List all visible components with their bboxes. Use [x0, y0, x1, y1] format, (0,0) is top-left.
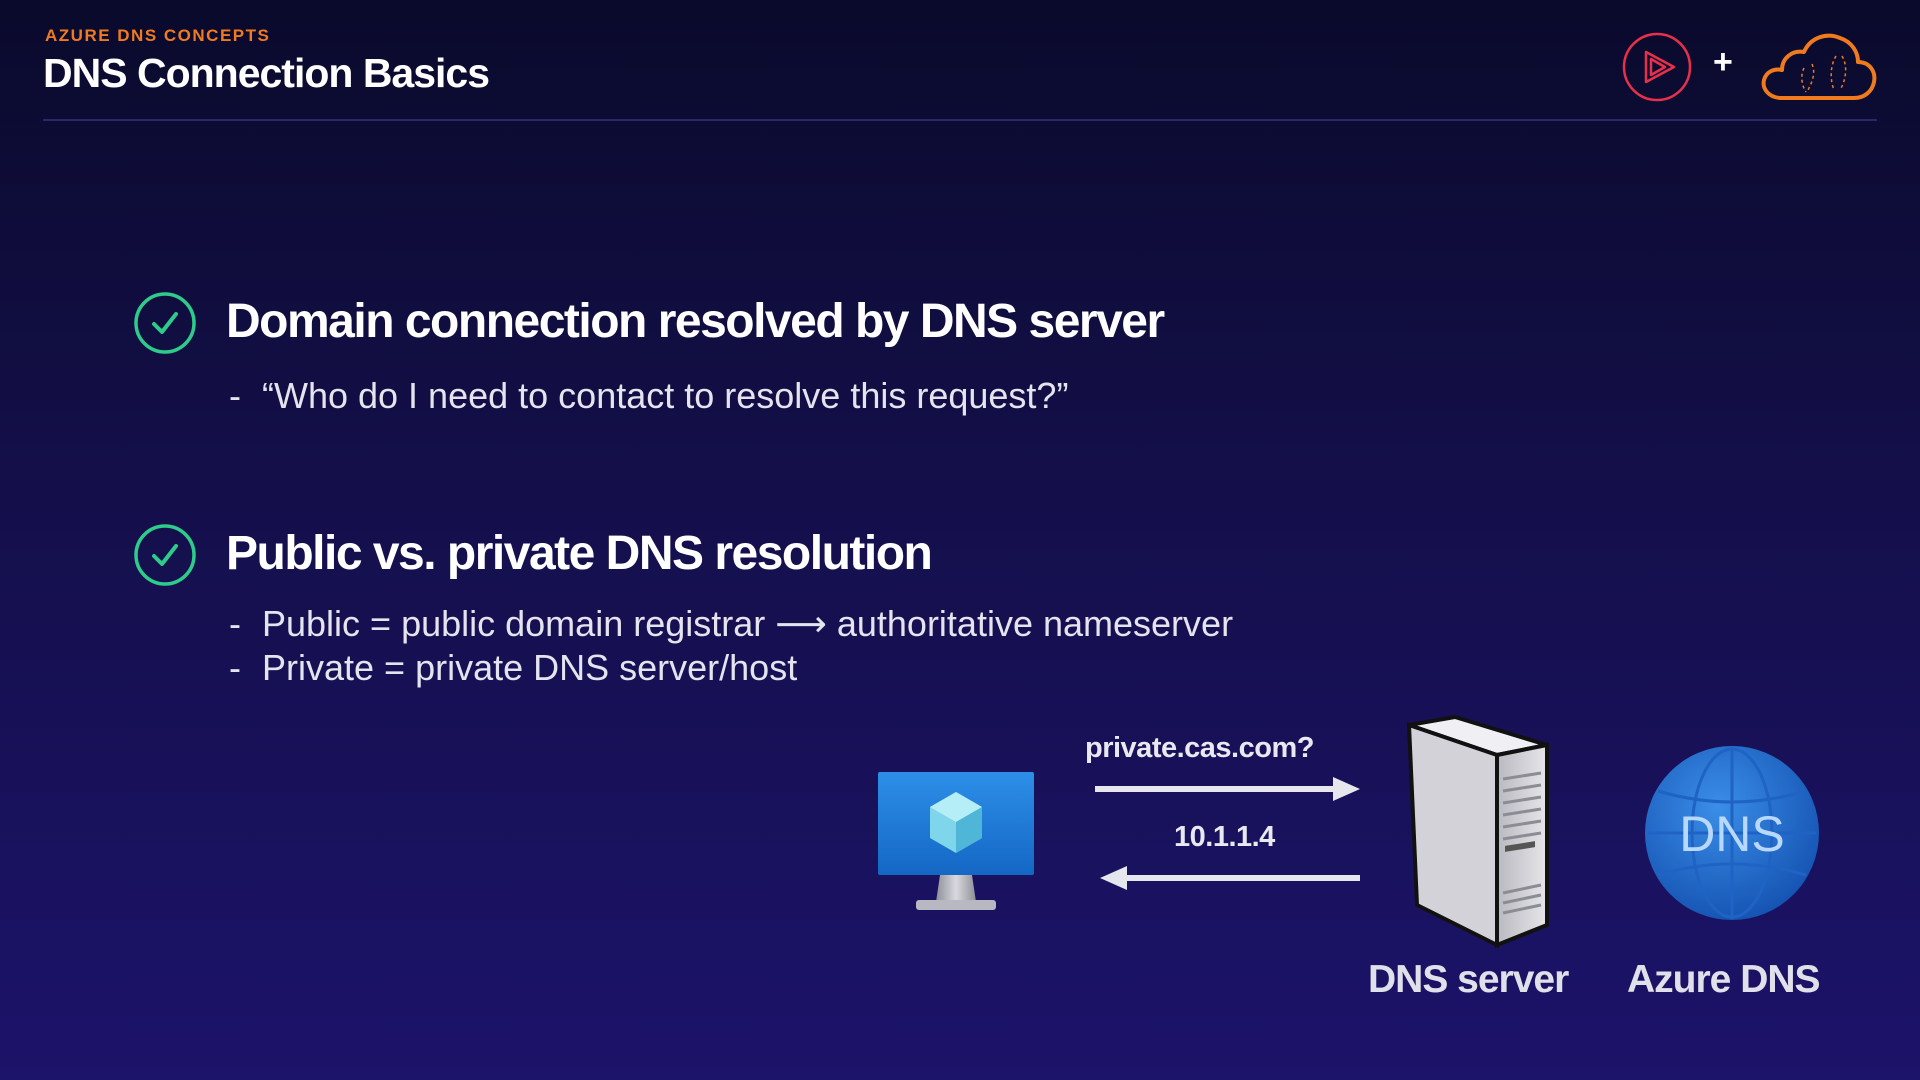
azure-dns-globe-icon: DNS: [1645, 746, 1819, 920]
bullet-heading: Domain connection resolved by DNS server: [226, 295, 1165, 348]
subpoint-dash: -: [229, 603, 241, 644]
section-kicker: AZURE DNS CONCEPTS: [45, 26, 271, 45]
subpoint-text: Public = public domain registrar ⟶ autho…: [262, 603, 1234, 644]
bullet-subpoints: -“Who do I need to contact to resolve th…: [229, 374, 1068, 418]
subpoint-dash: -: [229, 375, 241, 416]
server-tower-icon: [1406, 715, 1549, 949]
check-circle-icon: [134, 524, 196, 586]
subpoint-text: Private = private DNS server/host: [262, 647, 798, 688]
subpoint-text: “Who do I need to contact to resolve thi…: [262, 375, 1069, 416]
subpoint: -Private = private DNS server/host: [229, 646, 1233, 690]
response-label: 10.1.1.4: [1174, 821, 1275, 853]
logo-group: +: [1622, 30, 1878, 106]
dns-server-label: DNS server: [1368, 958, 1569, 1001]
response-arrow-icon: [1100, 866, 1360, 890]
cloud-academy-logo: [1761, 33, 1877, 100]
subpoint: -Public = public domain registrar ⟶ auth…: [229, 602, 1233, 646]
azure-dns-label: Azure DNS: [1627, 958, 1821, 1001]
query-arrow-icon: [1095, 777, 1360, 801]
page-title: DNS Connection Basics: [43, 50, 490, 96]
header-divider: [43, 119, 1877, 121]
dns-resolution-diagram: private.cas.com? 10.1.1.4: [870, 715, 1870, 1015]
check-circle-icon: [134, 292, 196, 354]
query-label: private.cas.com?: [1085, 732, 1314, 764]
bullet-heading: Public vs. private DNS resolution: [226, 527, 933, 580]
bullet-subpoints: -Public = public domain registrar ⟶ auth…: [229, 602, 1233, 690]
azure-dns-badge-text: DNS: [1679, 806, 1785, 862]
virtual-machine-monitor-icon: [878, 772, 1034, 910]
plus-sign: +: [1713, 43, 1733, 81]
subpoint: -“Who do I need to contact to resolve th…: [229, 374, 1068, 418]
pluralsight-play-logo: [1622, 32, 1692, 102]
subpoint-dash: -: [229, 647, 241, 688]
